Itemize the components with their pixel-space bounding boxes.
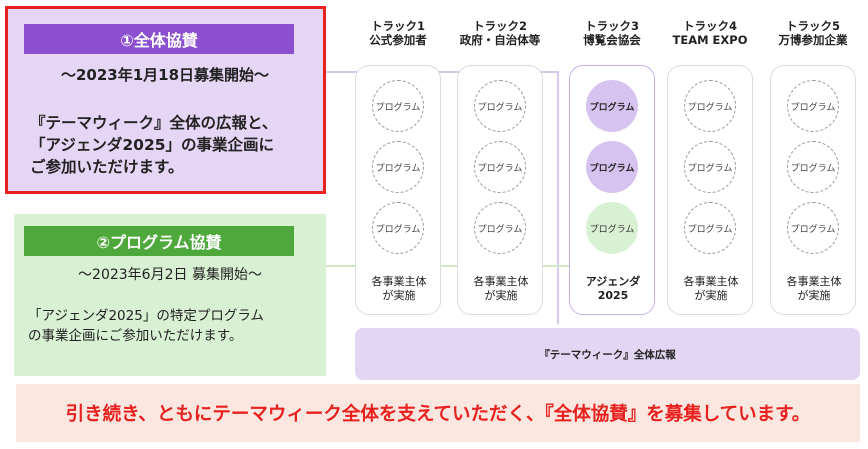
track-5-program-1: プログラム [787,80,839,132]
track-2-program-1: プログラム [474,80,526,132]
track-5-program-2: プログラム [787,141,839,193]
track-1-title: トラック1 公式参加者 [369,19,427,47]
track-3-program-1: プログラム [586,80,638,132]
track-4-column: プログラム プログラム プログラム 各事業主体 が実施 [667,65,753,315]
track-4-program-2: プログラム [684,141,736,193]
program-sponsorship-heading: ②プログラム協賛 [24,226,294,256]
track-5-program-3: プログラム [787,202,839,254]
track-5-title: トラック5 万博参加企業 [778,19,848,47]
track-5-column: プログラム プログラム プログラム 各事業主体 が実施 [770,65,856,315]
program-sponsorship-date: 〜2023年6月2日 募集開始〜 [78,267,262,283]
track-2-title: トラック2 政府・自治体等 [459,19,541,47]
track-1-program-1: プログラム [372,80,424,132]
recruitment-banner: 引き続き、ともにテーマウィーク全体を支えていただく、『全体協賛』を募集しています… [16,384,860,442]
overall-sponsorship-heading: ①全体協賛 [24,24,294,54]
track-3-title: トラック3 博覧会協会 [583,19,641,47]
track-3-program-2: プログラム [586,141,638,193]
track-1-program-3: プログラム [372,202,424,254]
track-1-footer: 各事業主体 が実施 [371,275,427,302]
track-1-program-2: プログラム [372,141,424,193]
program-sponsorship-description: 「アジェンダ2025」の特定プログラム の事業企画にご参加いただけます。 [28,308,264,344]
overall-sponsorship-description: 『テーマウィーク』全体の広報と、 「アジェンダ2025」の事業企画に ご参加いた… [30,114,278,176]
track-2-program-3: プログラム [474,202,526,254]
theme-week-publicity-bar: 『テーマウィーク』全体広報 [355,328,860,380]
track-3-footer: アジェンダ 2025 [585,275,641,302]
track-4-program-3: プログラム [684,202,736,254]
track-4-footer: 各事業主体 が実施 [683,275,739,302]
track-3-program-3: プログラム [586,202,638,254]
track-4-program-1: プログラム [684,80,736,132]
track-2-column: プログラム プログラム プログラム 各事業主体 が実施 [457,65,543,315]
track-1-column: プログラム プログラム プログラム 各事業主体 が実施 [355,65,441,315]
track-2-program-2: プログラム [474,141,526,193]
track-2-footer: 各事業主体 が実施 [473,275,529,302]
overall-connector-vertical [557,71,559,324]
overall-sponsorship-date: 〜2023年1月18日募集開始〜 [60,66,270,84]
track-4-title: トラック4 TEAM EXPO [672,19,748,47]
overall-connector-horizontal [326,71,558,73]
track-3-column: プログラム プログラム プログラム アジェンダ 2025 [569,65,655,315]
track-5-footer: 各事業主体 が実施 [786,275,842,302]
